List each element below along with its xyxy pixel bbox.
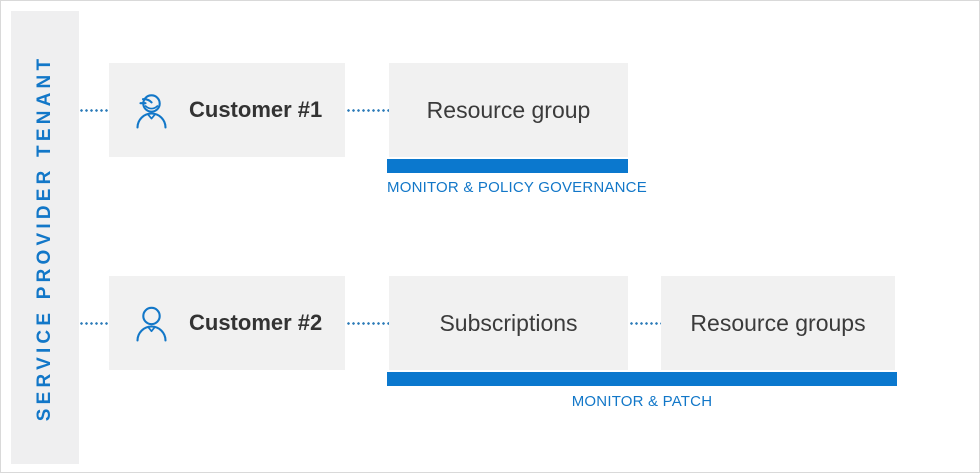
connector-tenant-to-customer-1: [79, 109, 110, 112]
person-icon: [136, 306, 167, 342]
node-customer-1[interactable]: Customer #1: [109, 63, 345, 157]
node-resource-group-label: Resource group: [426, 96, 591, 123]
connector-tenant-to-customer-2: [79, 322, 110, 325]
scope-caption-monitor-policy-governance: MONITOR & POLICY GOVERNANCE: [387, 179, 647, 196]
service-provider-tenant-label: SERVICE PROVIDER TENANT: [34, 54, 55, 421]
support-agent-person-icon: [136, 94, 167, 129]
node-resource-group[interactable]: Resource group: [389, 63, 628, 157]
node-customer-1-label: Customer #1: [189, 97, 323, 122]
node-customer-2[interactable]: Customer #2: [109, 276, 345, 370]
node-customer-2-label: Customer #2: [189, 310, 323, 335]
connector-customer-2-to-subscriptions: [346, 322, 389, 325]
service-provider-tenant-band: SERVICE PROVIDER TENANT: [11, 11, 79, 464]
node-resource-groups-label: Resource groups: [690, 309, 866, 336]
scope-bar-monitor-patch: [387, 372, 897, 386]
node-resource-groups[interactable]: Resource groups: [661, 276, 895, 370]
node-subscriptions-label: Subscriptions: [439, 309, 578, 336]
connector-customer-1-to-resource-group: [346, 109, 389, 112]
scope-caption-monitor-patch: MONITOR & PATCH: [571, 393, 713, 410]
node-subscriptions[interactable]: Subscriptions: [389, 276, 628, 370]
scope-bar-monitor-policy-governance: [387, 159, 628, 173]
connector-subscriptions-to-resource-groups: [629, 322, 661, 325]
